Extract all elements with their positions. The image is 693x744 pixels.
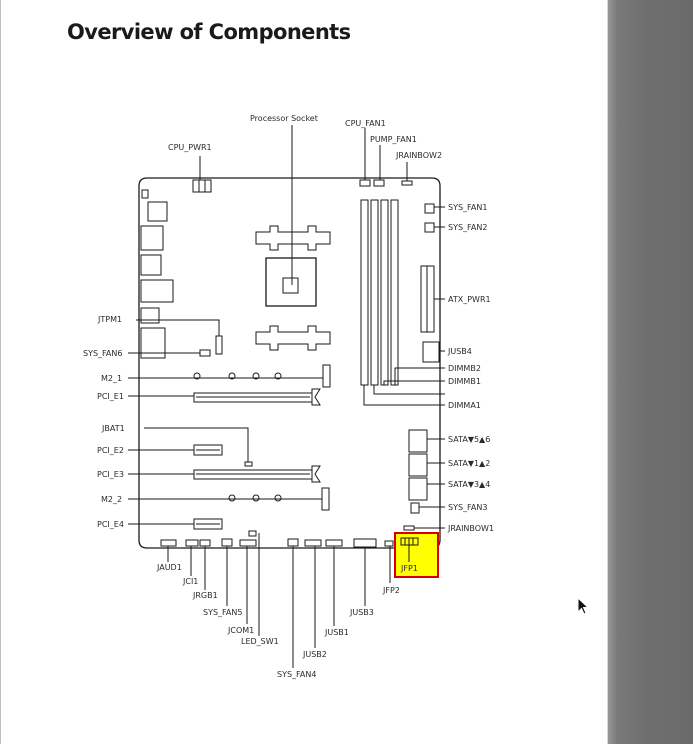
cpu-pwr-connector — [192, 179, 212, 193]
jusb3-header — [353, 538, 377, 548]
sys-fan6-header — [199, 349, 211, 357]
jrainbow1-header — [403, 525, 415, 531]
label-cpu-pwr1: CPU_PWR1 — [168, 143, 212, 152]
led-sw1 — [248, 530, 257, 537]
jrgb1-header — [199, 539, 211, 547]
label-sata34: SATA▼3▲4 — [448, 480, 490, 489]
jbat1-jumper — [244, 461, 253, 467]
m2-standoff — [252, 372, 260, 380]
jrainbow2-header — [401, 180, 413, 186]
page-edge — [607, 0, 608, 744]
label-jrgb1: JRGB1 — [192, 591, 218, 600]
heatsink-mount — [255, 325, 331, 351]
label-sata56: SATA▼5▲6 — [448, 435, 490, 444]
dimm-slot — [390, 199, 399, 386]
label-dimmb2: DIMMB2 — [448, 364, 481, 373]
sys-fan2-header — [424, 222, 435, 233]
label-processor-socket: Processor Socket — [250, 114, 318, 123]
pump-fan-header — [373, 179, 385, 187]
label-m2-2: M2_2 — [101, 495, 122, 504]
sata-connector — [408, 453, 428, 477]
label-sys-fan5: SYS_FAN5 — [203, 608, 242, 617]
jusb1-header — [325, 539, 343, 547]
jusb4-connector — [422, 341, 440, 363]
io-port — [140, 327, 166, 359]
jtpm1-header — [215, 335, 223, 355]
m2-standoff — [228, 372, 236, 380]
dimm-slot — [370, 199, 379, 386]
jci1-header — [185, 539, 199, 547]
io-port — [147, 201, 168, 222]
m2-standoff — [193, 372, 201, 380]
label-jfp2: JFP2 — [382, 586, 400, 595]
m2-standoff — [252, 494, 260, 502]
pdf-page — [0, 0, 1, 744]
label-pump-fan1: PUMP_FAN1 — [370, 135, 417, 144]
label-jtpm1: JTPM1 — [97, 315, 122, 324]
label-sys-fan6: SYS_FAN6 — [83, 349, 122, 358]
label-pci-e1: PCI_E1 — [97, 392, 124, 401]
label-jusb2: JUSB2 — [302, 650, 327, 659]
sys-fan4-header — [287, 538, 299, 547]
label-jrainbow2: JRAINBOW2 — [395, 151, 442, 160]
sys-fan3-header — [410, 502, 420, 514]
label-sys-fan1: SYS_FAN1 — [448, 203, 487, 212]
m2-standoff — [274, 494, 282, 502]
label-atx-pwr1: ATX_PWR1 — [448, 295, 491, 304]
label-m2-1: M2_1 — [101, 374, 122, 383]
sys-fan5-header — [221, 538, 233, 547]
label-jusb3: JUSB3 — [349, 608, 374, 617]
cpu-socket — [265, 257, 317, 307]
label-jusb4: JUSB4 — [447, 347, 472, 356]
label-dimma1: DIMMA1 — [448, 401, 481, 410]
label-jcom1: JCOM1 — [227, 626, 254, 635]
label-jrainbow1: JRAINBOW1 — [447, 524, 494, 533]
cpu-fan-header — [359, 179, 371, 187]
dimm-slot — [360, 199, 369, 386]
label-jaud1: JAUD1 — [156, 563, 182, 572]
sys-fan1-header — [424, 203, 435, 214]
jcom1-header — [239, 539, 257, 547]
sata-connector — [408, 429, 428, 453]
label-pci-e4: PCI_E4 — [97, 520, 124, 529]
io-port — [140, 279, 174, 303]
io-port — [140, 225, 164, 251]
m2-1-slot — [322, 364, 331, 388]
label-led-sw1: LED_SW1 — [241, 637, 279, 646]
label-sata12: SATA▼1▲2 — [448, 459, 490, 468]
mouse-cursor-icon — [577, 597, 590, 615]
sata-connector — [408, 477, 428, 501]
m2-standoff — [228, 494, 236, 502]
label-cpu-fan1: CPU_FAN1 — [345, 119, 386, 128]
jfp2-header — [384, 540, 394, 547]
m2-2-slot — [321, 487, 330, 511]
jusb2-header — [304, 539, 322, 547]
label-sys-fan2: SYS_FAN2 — [448, 223, 487, 232]
io-port — [140, 254, 162, 276]
motherboard-diagram: Processor Socket CPU_FAN1 PUMP_FAN1 JRAI… — [83, 114, 494, 679]
io-port — [140, 307, 160, 324]
viewer-background — [607, 0, 693, 744]
label-jfp1: JFP1 — [400, 564, 418, 573]
label-pci-e3: PCI_E3 — [97, 470, 124, 479]
label-jbat1: JBAT1 — [101, 424, 125, 433]
board-outline — [138, 177, 441, 549]
label-pci-e2: PCI_E2 — [97, 446, 124, 455]
label-sys-fan4: SYS_FAN4 — [277, 670, 316, 679]
label-jusb1: JUSB1 — [324, 628, 349, 637]
label-jci1: JCI1 — [182, 577, 198, 586]
dimm-slot — [380, 199, 389, 386]
page-title: Overview of Components — [67, 20, 351, 44]
label-dimmb1: DIMMB1 — [448, 377, 481, 386]
io-port — [141, 189, 149, 199]
jaud1-header — [160, 539, 177, 547]
m2-standoff — [274, 372, 282, 380]
heatsink-mount — [255, 225, 331, 251]
label-sys-fan3: SYS_FAN3 — [448, 503, 487, 512]
jfp1-highlight — [394, 532, 439, 578]
